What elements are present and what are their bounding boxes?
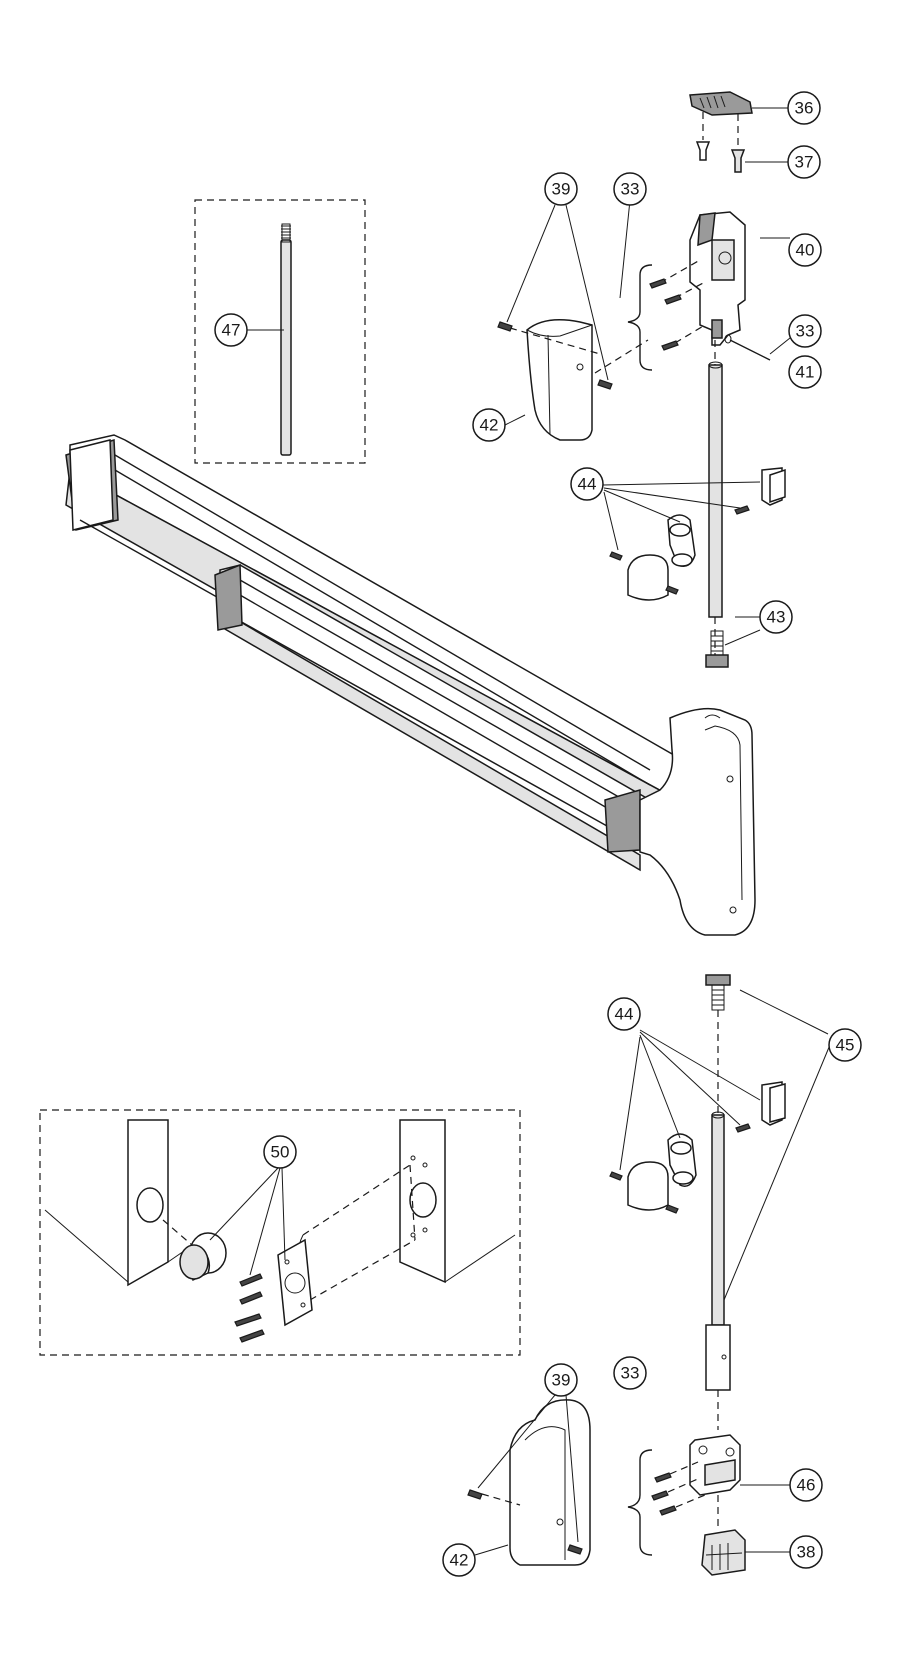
- bottom-latch-46: [627, 1434, 790, 1576]
- svg-text:36: 36: [795, 99, 814, 118]
- svg-text:44: 44: [578, 475, 597, 494]
- callout-33-pin: 33: [788, 314, 822, 348]
- top-strike-parts: [689, 91, 790, 173]
- callout-47: 47: [214, 313, 248, 347]
- svg-text:47: 47: [222, 321, 241, 340]
- bottom-rod-45: [705, 974, 833, 1430]
- bottom-guide-44: [609, 1029, 786, 1214]
- svg-text:33: 33: [621, 1364, 640, 1383]
- svg-text:50: 50: [271, 1143, 290, 1162]
- callout-39-bottom: 39: [544, 1363, 578, 1397]
- callout-44-bottom: 44: [607, 997, 641, 1031]
- svg-text:33: 33: [621, 180, 640, 199]
- callout-43: 43: [759, 600, 793, 634]
- callout-39-top: 39: [544, 172, 578, 206]
- top-cover-42: [497, 199, 649, 441]
- callout-33-top: 33: [613, 172, 647, 206]
- bottom-cover-42: [467, 1394, 591, 1566]
- strike-50-detail-box: [39, 1109, 521, 1356]
- callout-42-bottom: 42: [442, 1543, 476, 1577]
- svg-text:39: 39: [552, 1371, 571, 1390]
- callout-42-top: 42: [472, 408, 506, 442]
- callout-38: 38: [789, 1535, 823, 1569]
- svg-text:42: 42: [450, 1551, 469, 1570]
- svg-text:46: 46: [797, 1476, 816, 1495]
- push-bar-device: [65, 434, 756, 936]
- callout-50: 50: [263, 1135, 297, 1169]
- callout-46: 46: [789, 1468, 823, 1502]
- svg-text:43: 43: [767, 608, 786, 627]
- callout-33-bottom: 33: [613, 1356, 647, 1390]
- svg-text:33: 33: [796, 322, 815, 341]
- callout-44-top: 44: [570, 467, 604, 501]
- svg-text:41: 41: [796, 363, 815, 382]
- callout-36: 36: [787, 91, 821, 125]
- svg-text:42: 42: [480, 416, 499, 435]
- callout-41: 41: [788, 355, 822, 389]
- svg-text:39: 39: [552, 180, 571, 199]
- svg-text:45: 45: [836, 1036, 855, 1055]
- top-rod-43: [705, 340, 761, 668]
- rod-47-detail-box: [194, 199, 366, 464]
- svg-text:38: 38: [797, 1543, 816, 1562]
- svg-text:44: 44: [615, 1005, 634, 1024]
- top-latch-assembly: [627, 211, 791, 371]
- callout-45: 45: [828, 1028, 862, 1062]
- svg-text:37: 37: [795, 153, 814, 172]
- svg-text:40: 40: [796, 241, 815, 260]
- callout-37: 37: [787, 145, 821, 179]
- callout-40: 40: [788, 233, 822, 267]
- top-guide-44: [602, 467, 786, 601]
